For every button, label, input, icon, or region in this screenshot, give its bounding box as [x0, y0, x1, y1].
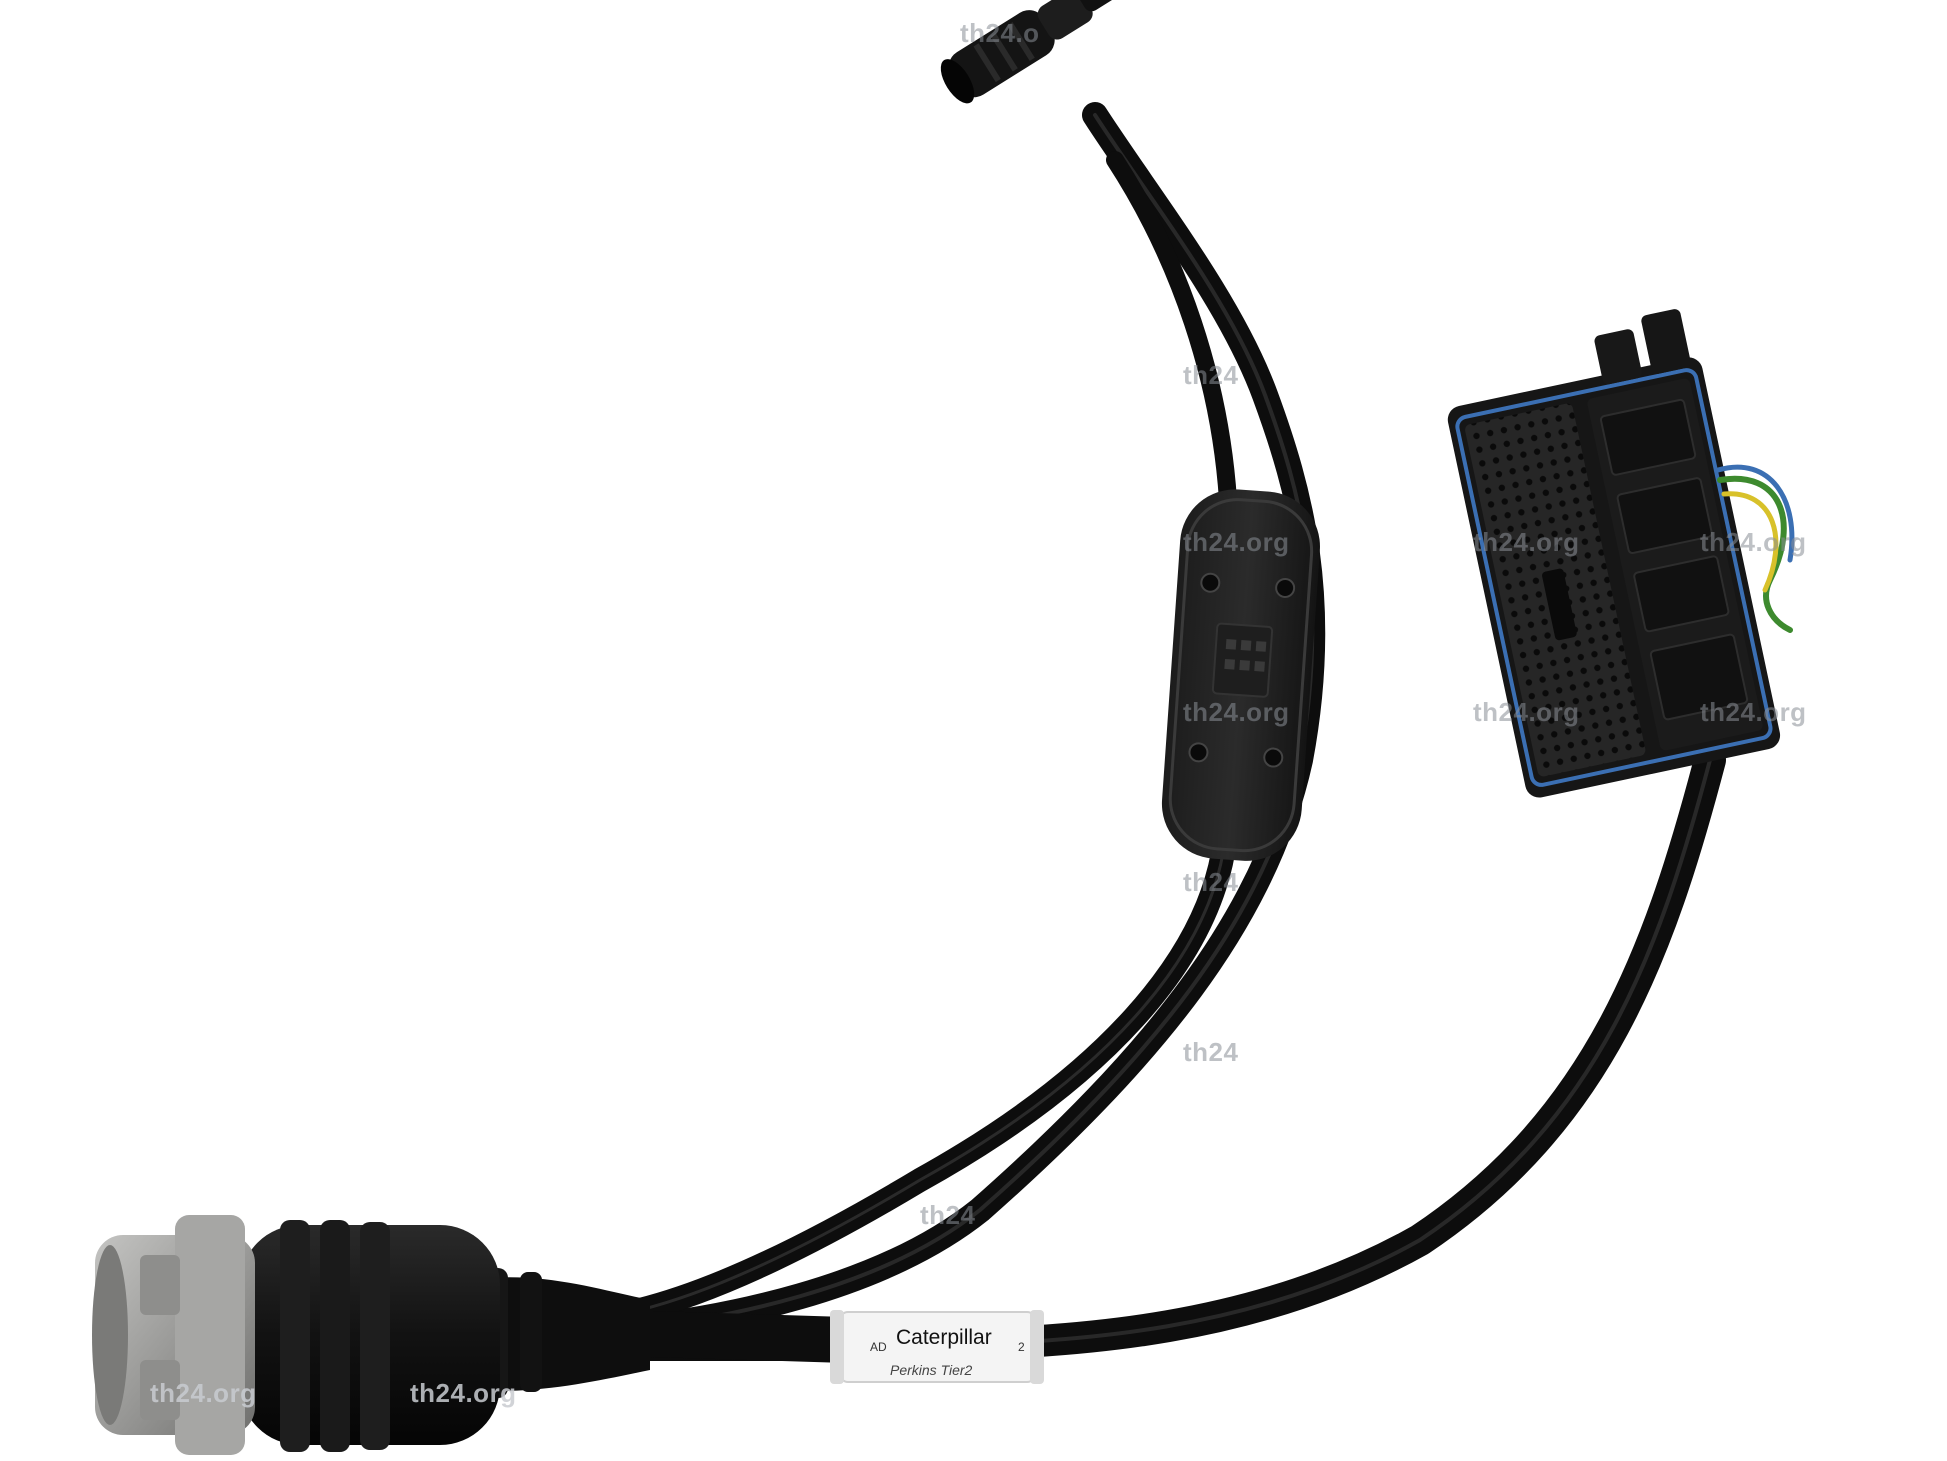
thin-cable [1106, 151, 1237, 509]
cable-label-sleeve [830, 1310, 1044, 1384]
ecu-connector [1447, 309, 1781, 798]
wire-green [1717, 475, 1793, 633]
inline-module [1161, 489, 1320, 861]
wire-yellow [1721, 491, 1779, 593]
wire-blue [1715, 464, 1795, 563]
cable-label-subtext: Perkins Tier2 [890, 1362, 973, 1378]
cable-label-prefix: AD [870, 1340, 887, 1354]
cable-label-suffix: 2 [1018, 1340, 1025, 1354]
small-barrel-connector [940, 0, 1120, 104]
cable-label-brand: Caterpillar [896, 1326, 992, 1349]
round-connector [92, 1215, 650, 1455]
